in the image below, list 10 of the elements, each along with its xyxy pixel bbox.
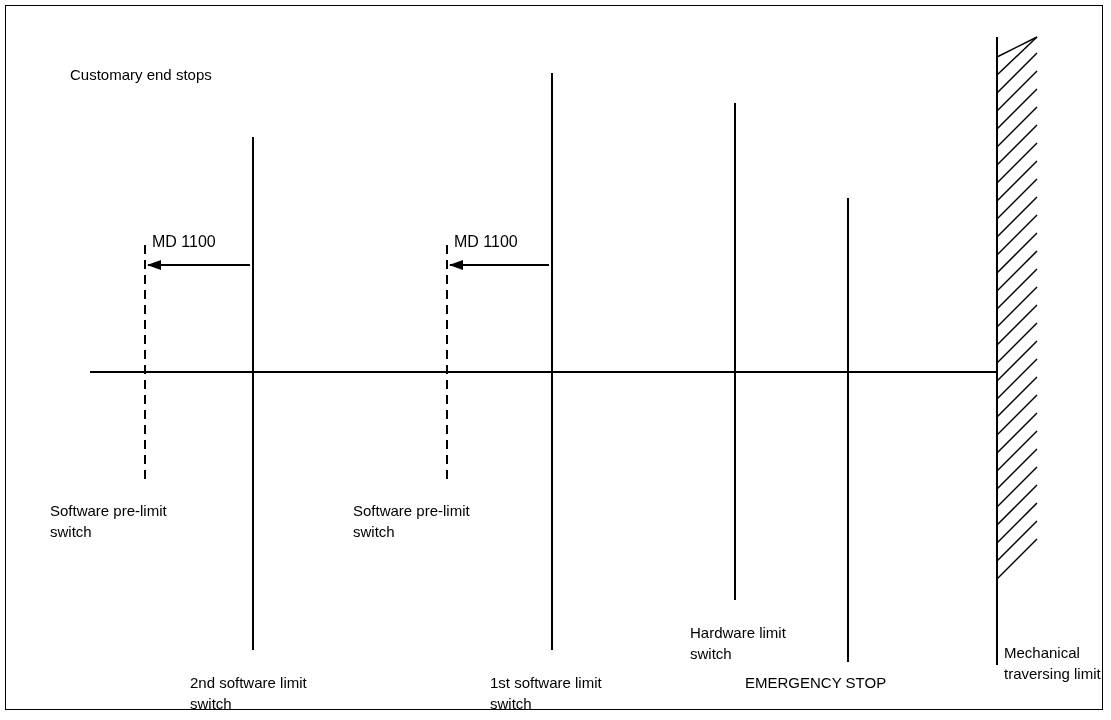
diagram-title: Customary end stops xyxy=(70,66,212,83)
arrow xyxy=(147,260,251,270)
switch-label: Software pre-limit switch xyxy=(50,501,168,542)
switch-label: Software pre-limit switch xyxy=(353,501,471,542)
switch-label: Mechanical traversing limit xyxy=(1004,643,1102,684)
switch-label: 1st software limit switch xyxy=(490,673,603,714)
arrow xyxy=(449,260,550,270)
switch-label: EMERGENCY STOP xyxy=(745,673,888,693)
switch-label: 2nd software limit switch xyxy=(190,673,308,714)
switch-label: Hardware limit switch xyxy=(690,623,787,664)
